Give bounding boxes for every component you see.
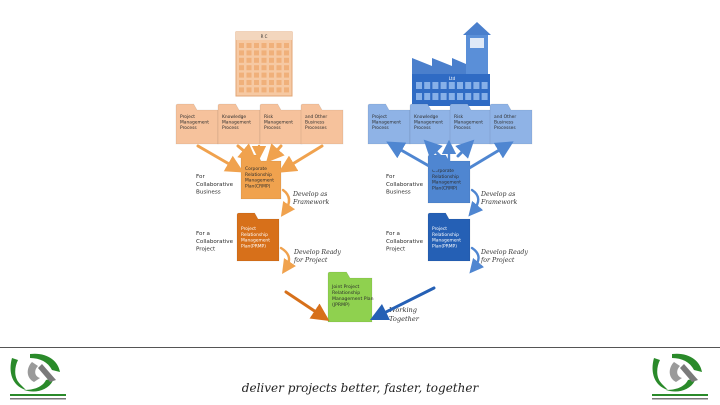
company-logo-left (10, 353, 66, 400)
left-curve-framework (280, 188, 296, 217)
left-curve-ready (279, 246, 296, 274)
right-arrow-process-2 (423, 139, 443, 159)
building-sign: R C (261, 34, 268, 39)
right-process-folder-4 (489, 103, 533, 145)
company-logo-right (652, 353, 708, 400)
left-arrow-process-2 (236, 143, 257, 162)
right-arrow-process-1 (386, 141, 438, 172)
right-prmp-folder (427, 212, 471, 262)
office-building-icon: R C (235, 31, 293, 97)
right-curve-ready (469, 246, 485, 274)
left-arrow-process-1 (196, 144, 244, 173)
left-process-folder-4 (300, 103, 344, 145)
right-arrow-to-joint (369, 286, 436, 321)
left-arrow-process-4 (278, 144, 324, 173)
tagline: deliver projects better, faster, togethe… (241, 381, 479, 395)
right-arrow-process-3 (455, 139, 475, 159)
footer-divider (0, 347, 720, 348)
factory-sign: Ltd (449, 76, 456, 81)
joint-jprmp-folder (327, 271, 373, 323)
left-prmp-folder (236, 212, 280, 262)
right-curve-framework (468, 188, 484, 217)
left-arrow-process-3 (265, 143, 285, 163)
factory-icon: Ltd (412, 22, 491, 106)
left-arrow-to-joint (284, 290, 330, 321)
right-arrow-process-4 (464, 141, 514, 172)
